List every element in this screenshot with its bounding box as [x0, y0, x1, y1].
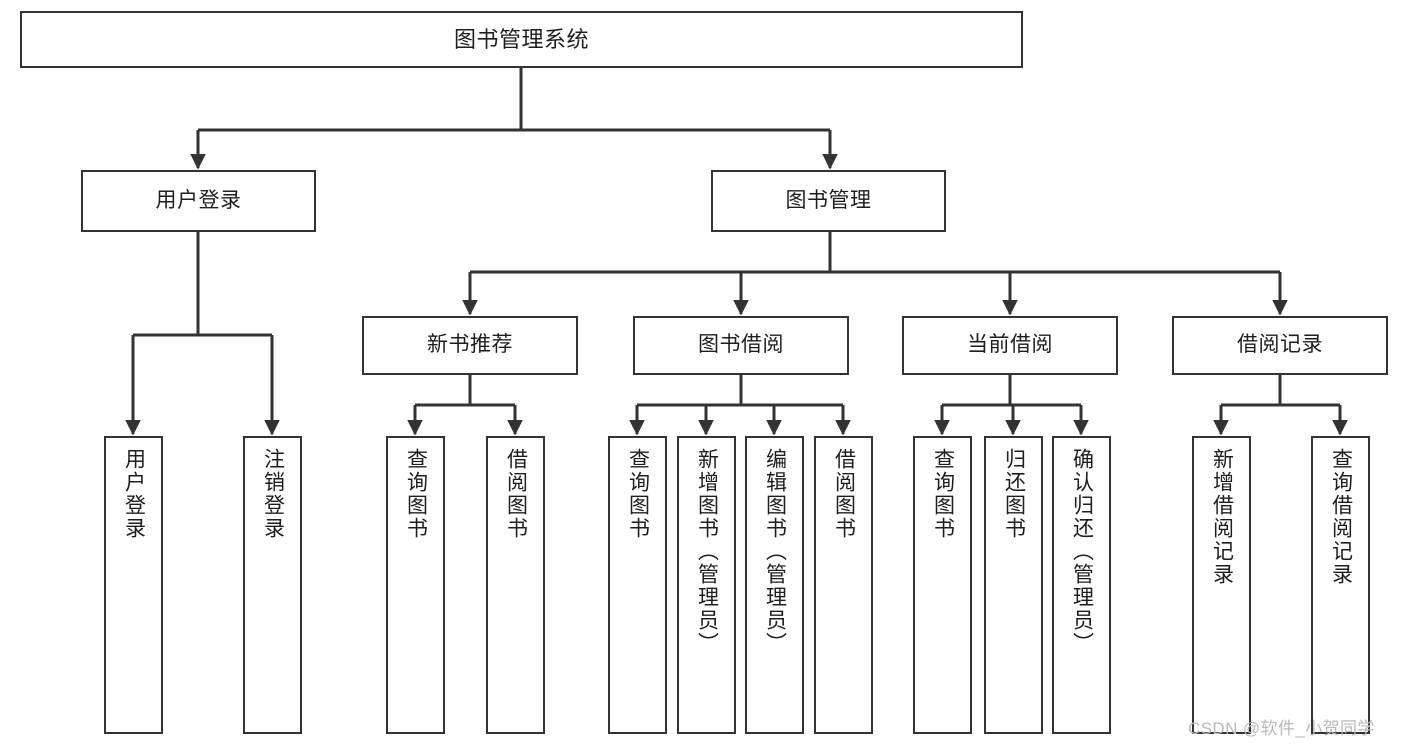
leaf-borrow-book-br[interactable]: 借阅图书 — [814, 436, 873, 734]
leaf-query-record[interactable]: 查询借阅记录 — [1311, 436, 1370, 734]
watermark: CSDN @软件_小贺同学 — [1188, 719, 1375, 738]
leaf-user-login-label: 用户登录 — [122, 448, 146, 540]
node-user-login-label: 用户登录 — [155, 188, 242, 212]
leaf-edit-book-label: 编辑图书（管理员） — [763, 448, 787, 655]
node-book-manage[interactable]: 图书管理 — [711, 170, 946, 232]
leaf-add-book-label: 新增图书（管理员） — [695, 448, 719, 655]
leaf-logout[interactable]: 注销登录 — [243, 436, 302, 734]
node-current-borrow-label: 当前借阅 — [967, 333, 1053, 357]
leaf-confirm-return-label: 确认归还（管理员） — [1070, 448, 1094, 655]
leaf-return-book[interactable]: 归还图书 — [984, 436, 1043, 734]
node-book-borrow[interactable]: 图书借阅 — [633, 316, 849, 375]
leaf-add-record-label: 新增借阅记录 — [1210, 448, 1234, 586]
leaf-query-book-br[interactable]: 查询图书 — [608, 436, 667, 734]
node-borrow-record[interactable]: 借阅记录 — [1172, 316, 1388, 375]
leaf-edit-book[interactable]: 编辑图书（管理员） — [745, 436, 804, 734]
node-book-borrow-label: 图书借阅 — [698, 333, 784, 357]
leaf-confirm-return[interactable]: 确认归还（管理员） — [1052, 436, 1111, 734]
leaf-query-record-label: 查询借阅记录 — [1329, 448, 1353, 586]
leaf-borrow-book-br-label: 借阅图书 — [832, 448, 856, 540]
node-current-borrow[interactable]: 当前借阅 — [902, 316, 1118, 375]
leaf-query-book-rec[interactable]: 查询图书 — [386, 436, 445, 734]
node-borrow-record-label: 借阅记录 — [1237, 333, 1323, 357]
leaf-add-book[interactable]: 新增图书（管理员） — [677, 436, 736, 734]
leaf-user-login[interactable]: 用户登录 — [104, 436, 163, 734]
node-root-label: 图书管理系统 — [453, 26, 589, 52]
leaf-borrow-book-rec[interactable]: 借阅图书 — [486, 436, 545, 734]
node-user-login[interactable]: 用户登录 — [81, 170, 316, 232]
leaf-logout-label: 注销登录 — [261, 448, 285, 540]
leaf-query-book-br-label: 查询图书 — [626, 448, 650, 540]
leaf-query-book-cb-label: 查询图书 — [931, 448, 955, 540]
leaf-query-book-cb[interactable]: 查询图书 — [913, 436, 972, 734]
node-new-book-recommend-label: 新书推荐 — [427, 333, 513, 357]
leaf-add-record[interactable]: 新增借阅记录 — [1192, 436, 1251, 734]
leaf-return-book-label: 归还图书 — [1002, 448, 1026, 540]
leaf-borrow-book-rec-label: 借阅图书 — [504, 448, 528, 540]
leaf-query-book-rec-label: 查询图书 — [404, 448, 428, 540]
node-book-manage-label: 图书管理 — [785, 188, 872, 212]
node-new-book-recommend[interactable]: 新书推荐 — [362, 316, 578, 375]
node-root[interactable]: 图书管理系统 — [20, 11, 1023, 68]
